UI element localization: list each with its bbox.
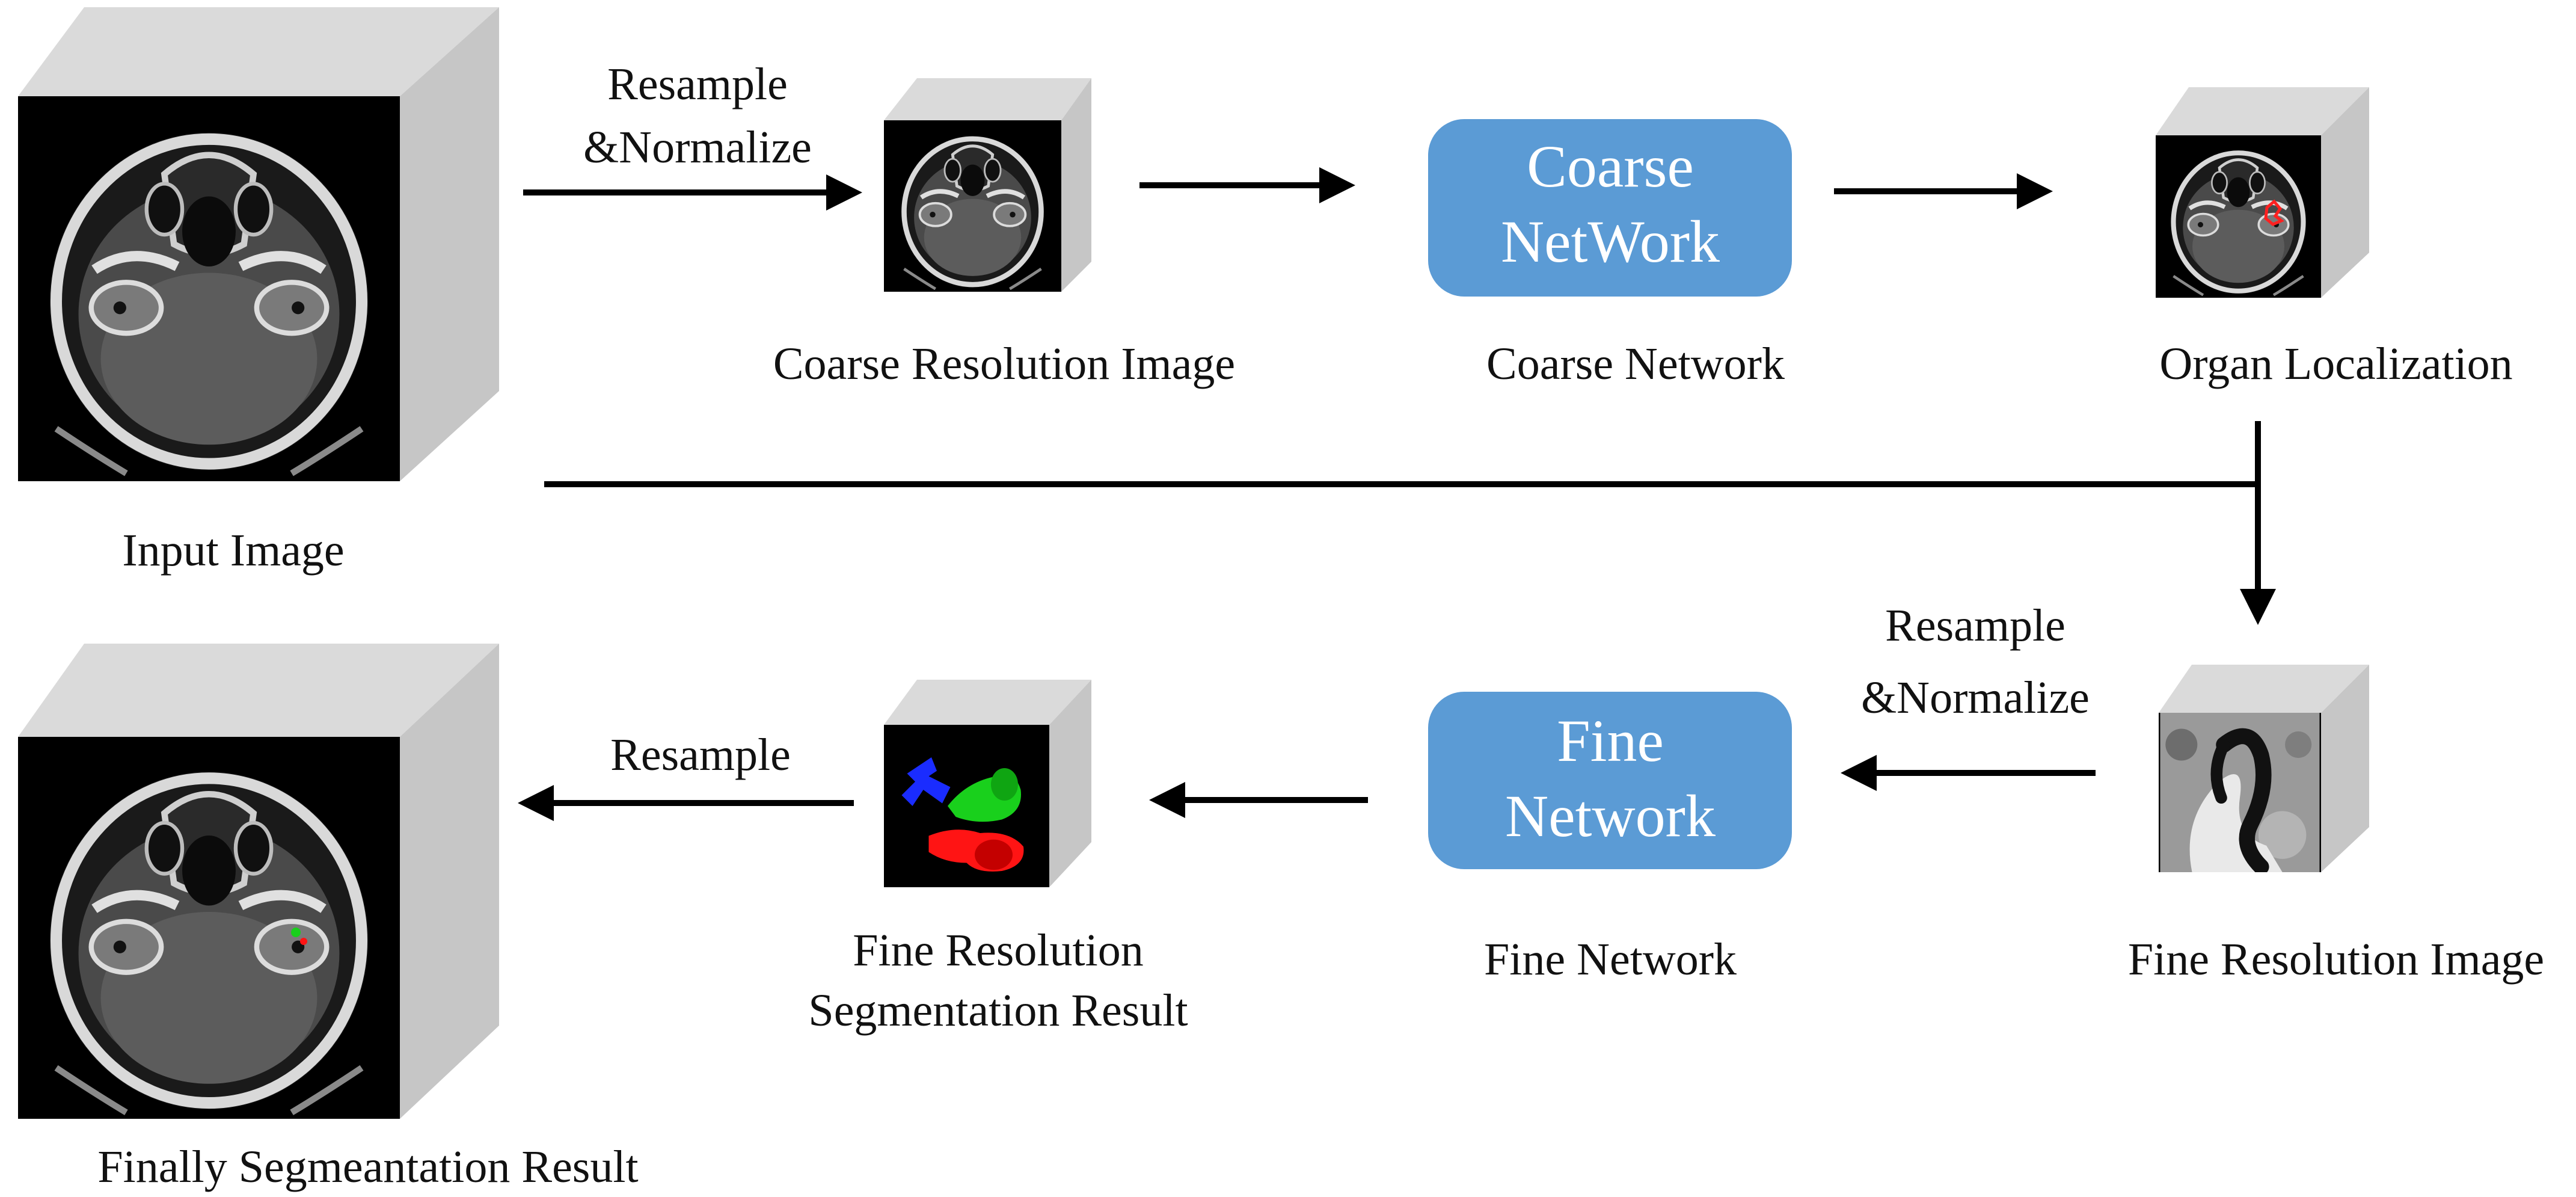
fine-segmentation-result-label-line-1: Fine Resolution [853,925,1143,976]
coarse-resolution-image-label: Coarse Resolution Image [773,339,1235,389]
resample-label: Resample [610,730,791,780]
coarse-network-label: Coarse Network [1486,339,1785,389]
fine-segmentation-result-cube [884,680,1091,887]
organ-localization-label: Organ Localization [2159,339,2512,389]
resample-normalize-label-1-line-2: &Normalize [583,122,812,173]
resample-normalize-label-1-line-1: Resample [607,59,788,109]
input-image-cube [18,7,499,481]
coarse-network-box-line-1: Coarse [1527,133,1694,200]
fine-network-label: Fine Network [1484,934,1737,985]
input-image-label: Input Image [122,525,344,576]
resample-normalize-label-2-line-1: Resample [1885,600,2065,651]
coarse-network-box: Coarse NetWork [1428,119,1792,297]
fine-resolution-image-cube [2159,665,2369,872]
fine-network-box: Fine Network [1428,692,1792,869]
localized-organ-marker [2264,199,2284,226]
final-segmentation-marker [291,928,301,937]
fine-network-box-line-2: Network [1505,783,1716,849]
fine-network-box-line-1: Fine [1557,707,1664,774]
fine-resolution-image-label: Fine Resolution Image [2128,934,2544,985]
resample-normalize-label-2-line-2: &Normalize [1861,672,2090,723]
coarse-network-box-line-2: NetWork [1501,208,1720,275]
coarse-resolution-image-cube [884,78,1091,292]
final-segmentation-result-cube [18,644,499,1119]
organ-localization-cube [2156,87,2369,298]
fine-segmentation-result-label-line-2: Segmentation Result [808,985,1188,1036]
finally-segmentation-result-label: Finally Segmeantation Result [97,1142,638,1192]
final-segmentation-marker-red [300,938,307,945]
